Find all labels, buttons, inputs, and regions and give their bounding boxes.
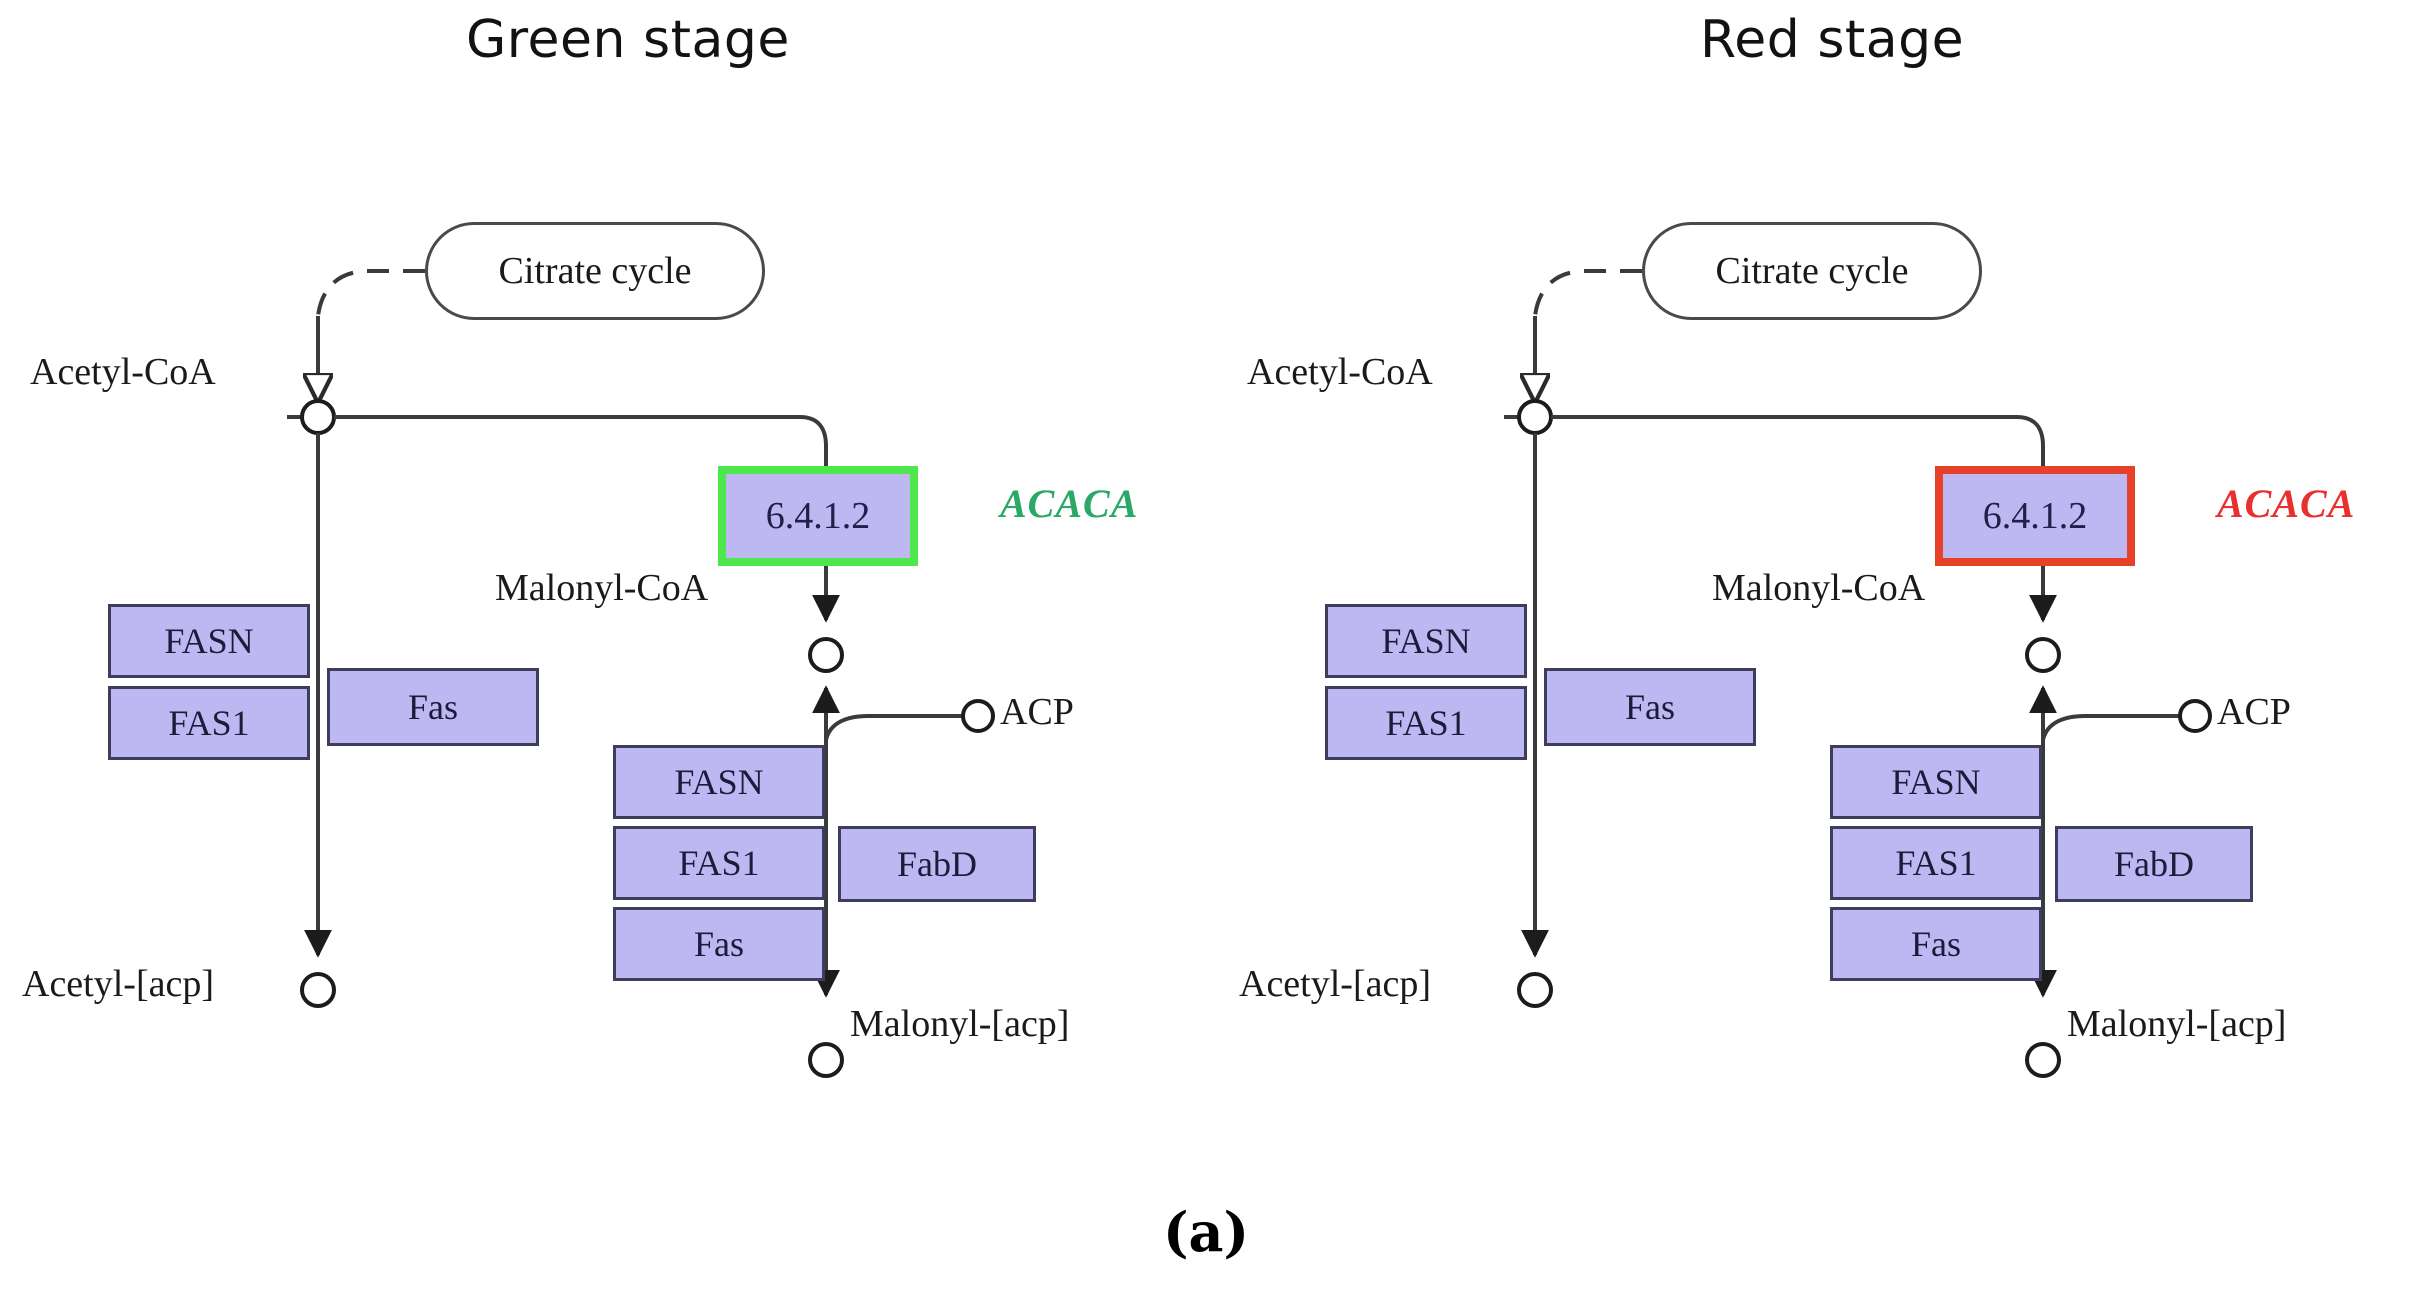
compound-label-acp: ACP [2217,691,2291,733]
enzyme-box-left-fasn[interactable]: FASN [108,604,310,678]
pathway-panel-green-stage: Citrate cycle Acetyl-CoA Malonyl-CoA Ace… [0,0,1212,1160]
enzyme-box-left-fas[interactable]: Fas [1544,668,1756,746]
ec-box-6-4-1-2[interactable]: 6.4.1.2 [1935,466,2135,566]
node-acetyl-acp [300,972,336,1008]
node-acp [2178,699,2212,733]
gene-label-acaca: ACACA [2217,481,2356,526]
figure-caption: (a) [1163,1200,1250,1264]
citrate-cycle-node[interactable]: Citrate cycle [425,222,765,320]
pathway-panel-red-stage: Citrate cycle Acetyl-CoA Malonyl-CoA Ace… [1230,0,2423,1160]
enzyme-box-right-fas1[interactable]: FAS1 [1830,826,2042,900]
panel-title-red-stage: Red stage [1700,10,1965,70]
panel-title-green-stage: Green stage [466,10,790,70]
edge-acp-branch [824,714,962,741]
enzyme-box-right-fas[interactable]: Fas [613,907,825,981]
enzyme-box-fabd[interactable]: FabD [838,826,1036,902]
enzyme-box-right-fasn[interactable]: FASN [1830,745,2042,819]
ec-box-6-4-1-2[interactable]: 6.4.1.2 [718,466,918,566]
node-acp [961,699,995,733]
compound-label-acetyl-acp: Acetyl-[acp] [22,963,214,1005]
enzyme-box-left-fas1[interactable]: FAS1 [108,686,310,760]
edge-acetylcoa-to-ec [1551,415,2045,468]
edge-acetylcoa-to-ec [334,415,828,468]
edge-acp-branch [2041,714,2179,741]
compound-label-acp: ACP [1000,691,1074,733]
node-acetyl-coa [1517,399,1553,435]
enzyme-box-right-fas[interactable]: Fas [1830,907,2042,981]
edge-citrate-to-acetylcoa [316,269,425,317]
node-malonyl-acp [2025,1042,2061,1078]
enzyme-box-fabd[interactable]: FabD [2055,826,2253,902]
compound-label-acetyl-coa: Acetyl-CoA [1247,351,1433,393]
compound-label-malonyl-coa: Malonyl-CoA [495,567,709,609]
enzyme-box-right-fas1[interactable]: FAS1 [613,826,825,900]
enzyme-box-right-fasn[interactable]: FASN [613,745,825,819]
pathway-edges-green [287,269,995,1078]
gene-label-acaca: ACACA [1000,481,1139,526]
enzyme-box-left-fasn[interactable]: FASN [1325,604,1527,678]
compound-label-malonyl-coa: Malonyl-CoA [1712,567,1926,609]
citrate-cycle-node[interactable]: Citrate cycle [1642,222,1982,320]
node-acetyl-coa [300,399,336,435]
node-acetyl-acp [1517,972,1553,1008]
compound-label-malonyl-acp: Malonyl-[acp] [2067,1003,2287,1045]
enzyme-box-left-fas1[interactable]: FAS1 [1325,686,1527,760]
compound-label-acetyl-coa: Acetyl-CoA [30,351,216,393]
node-malonyl-coa [2025,637,2061,673]
node-malonyl-coa [808,637,844,673]
enzyme-box-left-fas[interactable]: Fas [327,668,539,746]
compound-label-malonyl-acp: Malonyl-[acp] [850,1003,1070,1045]
edge-citrate-to-acetylcoa [1533,269,1642,317]
compound-label-acetyl-acp: Acetyl-[acp] [1239,963,1431,1005]
pathway-edges-red [1504,269,2212,1078]
node-malonyl-acp [808,1042,844,1078]
